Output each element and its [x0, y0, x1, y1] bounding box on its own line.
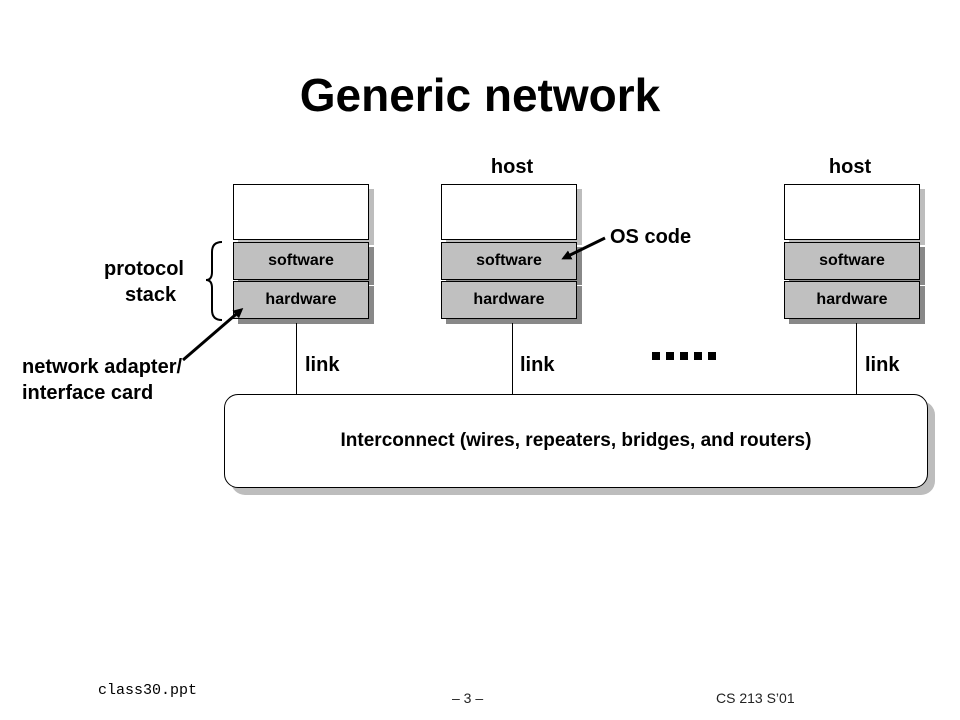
link-line-1	[296, 323, 297, 394]
host-3-label: host	[828, 156, 872, 178]
host-3-software-layer: software	[784, 242, 920, 280]
host-1-software-layer: software	[233, 242, 369, 280]
footer-page-number: – 3 –	[452, 690, 484, 706]
protocol-stack-label-line1: protocol	[104, 258, 184, 280]
footer-course: CS 213 S’01	[716, 690, 795, 706]
host-3-hardware-layer: hardware	[784, 281, 920, 319]
ellipsis-dot	[680, 352, 688, 360]
adapter-label-line2: interface card	[22, 382, 154, 404]
host-3-box	[784, 184, 920, 240]
link-label-1: link	[305, 354, 340, 376]
adapter-label-line1: network adapter/	[22, 356, 183, 378]
host-2-label: host	[490, 156, 534, 178]
more-hosts-ellipsis	[652, 352, 716, 360]
host-2-hardware-layer: hardware	[441, 281, 577, 319]
link-line-2	[512, 323, 513, 394]
ellipsis-dot	[708, 352, 716, 360]
footer-filename: class30.ppt	[98, 682, 198, 699]
ellipsis-dot	[652, 352, 660, 360]
interconnect-label: Interconnect (wires, repeaters, bridges,…	[340, 430, 812, 451]
os-code-label: OS code	[610, 226, 692, 248]
slide-title: Generic network	[299, 69, 661, 121]
host-2-software-layer: software	[441, 242, 577, 280]
protocol-stack-brace	[205, 241, 223, 321]
interconnect-box: Interconnect (wires, repeaters, bridges,…	[224, 394, 928, 488]
host-1-box	[233, 184, 369, 240]
adapter-arrow	[182, 308, 244, 362]
host-2-box	[441, 184, 577, 240]
protocol-stack-label-line2: stack	[125, 284, 177, 306]
link-label-2: link	[520, 354, 555, 376]
os-code-arrow	[561, 236, 606, 260]
link-line-3	[856, 323, 857, 394]
ellipsis-dot	[694, 352, 702, 360]
host-1-hardware-layer: hardware	[233, 281, 369, 319]
link-label-3: link	[865, 354, 900, 376]
ellipsis-dot	[666, 352, 674, 360]
